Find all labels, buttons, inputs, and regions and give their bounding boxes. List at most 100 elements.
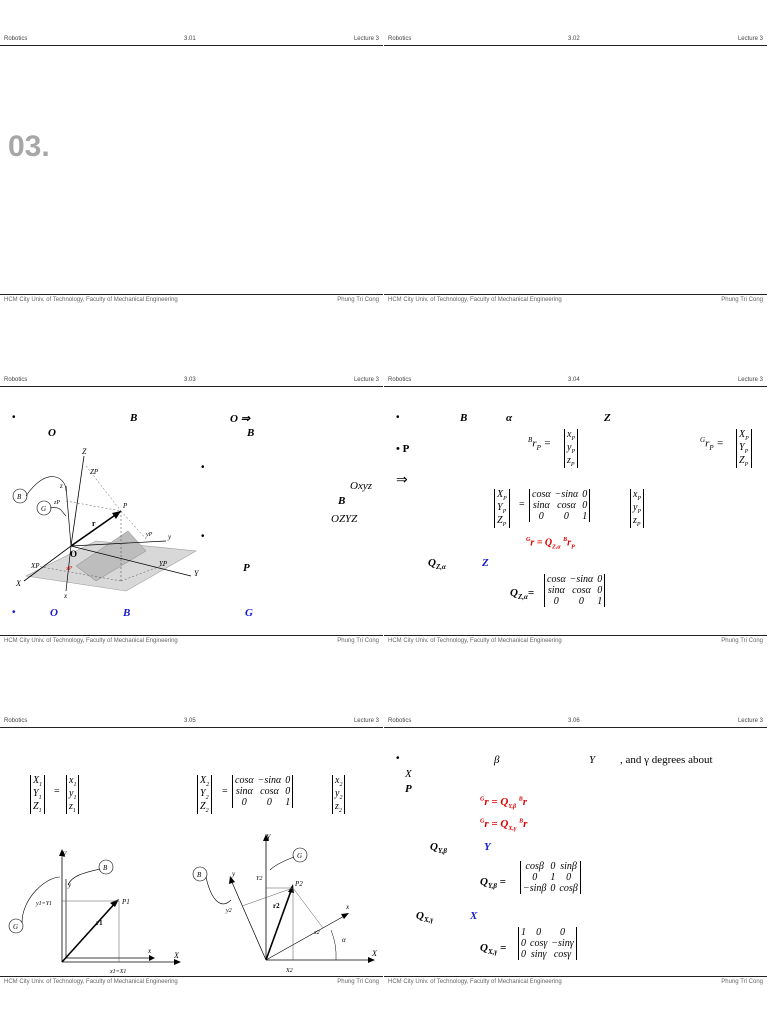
slide-header: Robotics 3.02 Lecture 3	[388, 36, 763, 46]
Q-za-label: QZ,α	[428, 557, 446, 571]
vector-Z: ZP	[739, 455, 749, 468]
footer-divider	[384, 294, 767, 295]
bullet: •	[201, 531, 205, 542]
axis-x-label: x	[345, 903, 350, 911]
point-P-label: P	[405, 783, 412, 795]
matrix-cell: 1	[285, 797, 291, 808]
slide-number: 3.05	[184, 718, 196, 724]
y2-label: y2	[225, 908, 232, 914]
red-equation-2: Gr = QX,γ Br	[480, 818, 528, 833]
vector-z: zP	[567, 455, 575, 468]
G-rP-vector: XP YP ZP	[736, 429, 752, 468]
slide-3-03: Robotics 3.03 Lecture 3 • B O ⇒ O B • Ox…	[0, 341, 383, 673]
header-right: Lecture 3	[737, 36, 763, 42]
matrix-cell: cosβ	[525, 861, 544, 872]
axis-XP-label: XP	[30, 562, 40, 570]
footer-right: Phung Tri Cong	[721, 979, 763, 985]
matrix-cell: 1	[521, 927, 526, 938]
footer-divider	[0, 294, 383, 295]
matrix-cell: 0	[578, 596, 584, 607]
header-left: Robotics	[388, 36, 412, 42]
matrix-cell: cosα	[547, 574, 566, 585]
matrix-cell: 0	[597, 585, 603, 596]
frame-B-circle-label: B	[197, 871, 202, 879]
matrix-cell: 0	[532, 872, 538, 883]
frame-G-circle-label: G	[41, 505, 46, 513]
Q-sub: Z,α	[435, 563, 446, 572]
G-rP-equation: GrP =	[700, 436, 724, 452]
point-P-fig-label: P	[122, 502, 128, 510]
matrix-cell: sinβ	[560, 861, 577, 872]
Q-symbol: Q	[416, 910, 424, 922]
red-equation-sub: Z,α	[552, 544, 561, 551]
slide-3-04: Robotics 3.04 Lecture 3 • B α Z • P BrP …	[384, 341, 767, 673]
header-divider	[384, 45, 767, 46]
header-right: Lecture 3	[737, 377, 763, 383]
header-right: Lecture 3	[737, 718, 763, 724]
footer-right: Phung Tri Cong	[721, 638, 763, 644]
frame-2d-figure-1: Y B G y y1=Y1 P1 r1 x X x1=X1	[8, 849, 181, 975]
header-divider	[384, 386, 767, 387]
matrix-cell: 0	[563, 511, 569, 522]
origin-O-arrow: O ⇒	[230, 413, 250, 425]
frame-OZYZ-label: OZYZ	[331, 513, 358, 525]
axis-X-label: X	[173, 951, 180, 960]
frame-B-label: B	[247, 427, 255, 439]
slide-3-06: Robotics 3.06 Lecture 3 • β Y , and γ de…	[384, 682, 767, 1014]
matrix-cell: 0	[550, 883, 556, 894]
frame-B-label: B	[460, 412, 468, 424]
red-eq-2-body: r = Q	[484, 818, 509, 830]
red-eq-1-sub: Y,β	[508, 804, 517, 811]
slide-number: 3.03	[184, 377, 196, 383]
origin-O-fig-label: O	[70, 549, 77, 559]
axis-Y-label: Y	[62, 850, 68, 859]
footer-left: HCM City Univ. of Technology, Faculty of…	[4, 638, 178, 644]
origin-O-blue: O	[50, 607, 58, 619]
bullet: •	[12, 412, 16, 423]
axis-zP-label: zP	[53, 500, 60, 506]
slide-header: Robotics 3.06 Lecture 3	[388, 718, 763, 728]
header-divider	[0, 727, 383, 728]
point-P-bullet: • P	[396, 443, 410, 455]
footer-left: HCM City Univ. of Technology, Faculty of…	[388, 297, 562, 303]
Q-Xg-eq-label: QX,γ =	[480, 942, 507, 957]
matrix-cell: cosα	[260, 786, 279, 797]
slide-number: 3.06	[568, 718, 580, 724]
axis-YP-label: YP	[159, 560, 168, 568]
axis-ZP-label: ZP	[90, 468, 99, 476]
red-equation-body: r = Q	[530, 537, 553, 549]
matrix-cell: 0	[285, 786, 291, 797]
matrix-cell: 0	[538, 511, 544, 522]
matrix-cell: −sinα	[257, 775, 282, 786]
G-rP-symbol: r	[705, 437, 710, 450]
axis-y-label: y	[167, 533, 172, 541]
Q-symbol: Q	[430, 841, 438, 853]
axis-X-label: X	[371, 949, 378, 958]
matrix-cell: 0	[285, 775, 291, 786]
gamma-text: , and γ degrees about	[620, 754, 713, 766]
y1-Y1-label: y1=Y1	[35, 901, 52, 907]
vector-Y: YP	[739, 442, 749, 455]
matrix-cell: 0	[559, 927, 565, 938]
footer-left: HCM City Univ. of Technology, Faculty of…	[388, 638, 562, 644]
axis-Z-label: Z	[604, 412, 611, 424]
point-P2-label: P2	[294, 880, 303, 888]
bullet: •	[201, 462, 205, 473]
x1-X1-label: x1=X1	[109, 969, 126, 975]
matrix-cell: cosγ	[530, 938, 548, 949]
B-rP-sub: P	[536, 443, 541, 452]
Q-symbol: Q	[428, 557, 436, 569]
